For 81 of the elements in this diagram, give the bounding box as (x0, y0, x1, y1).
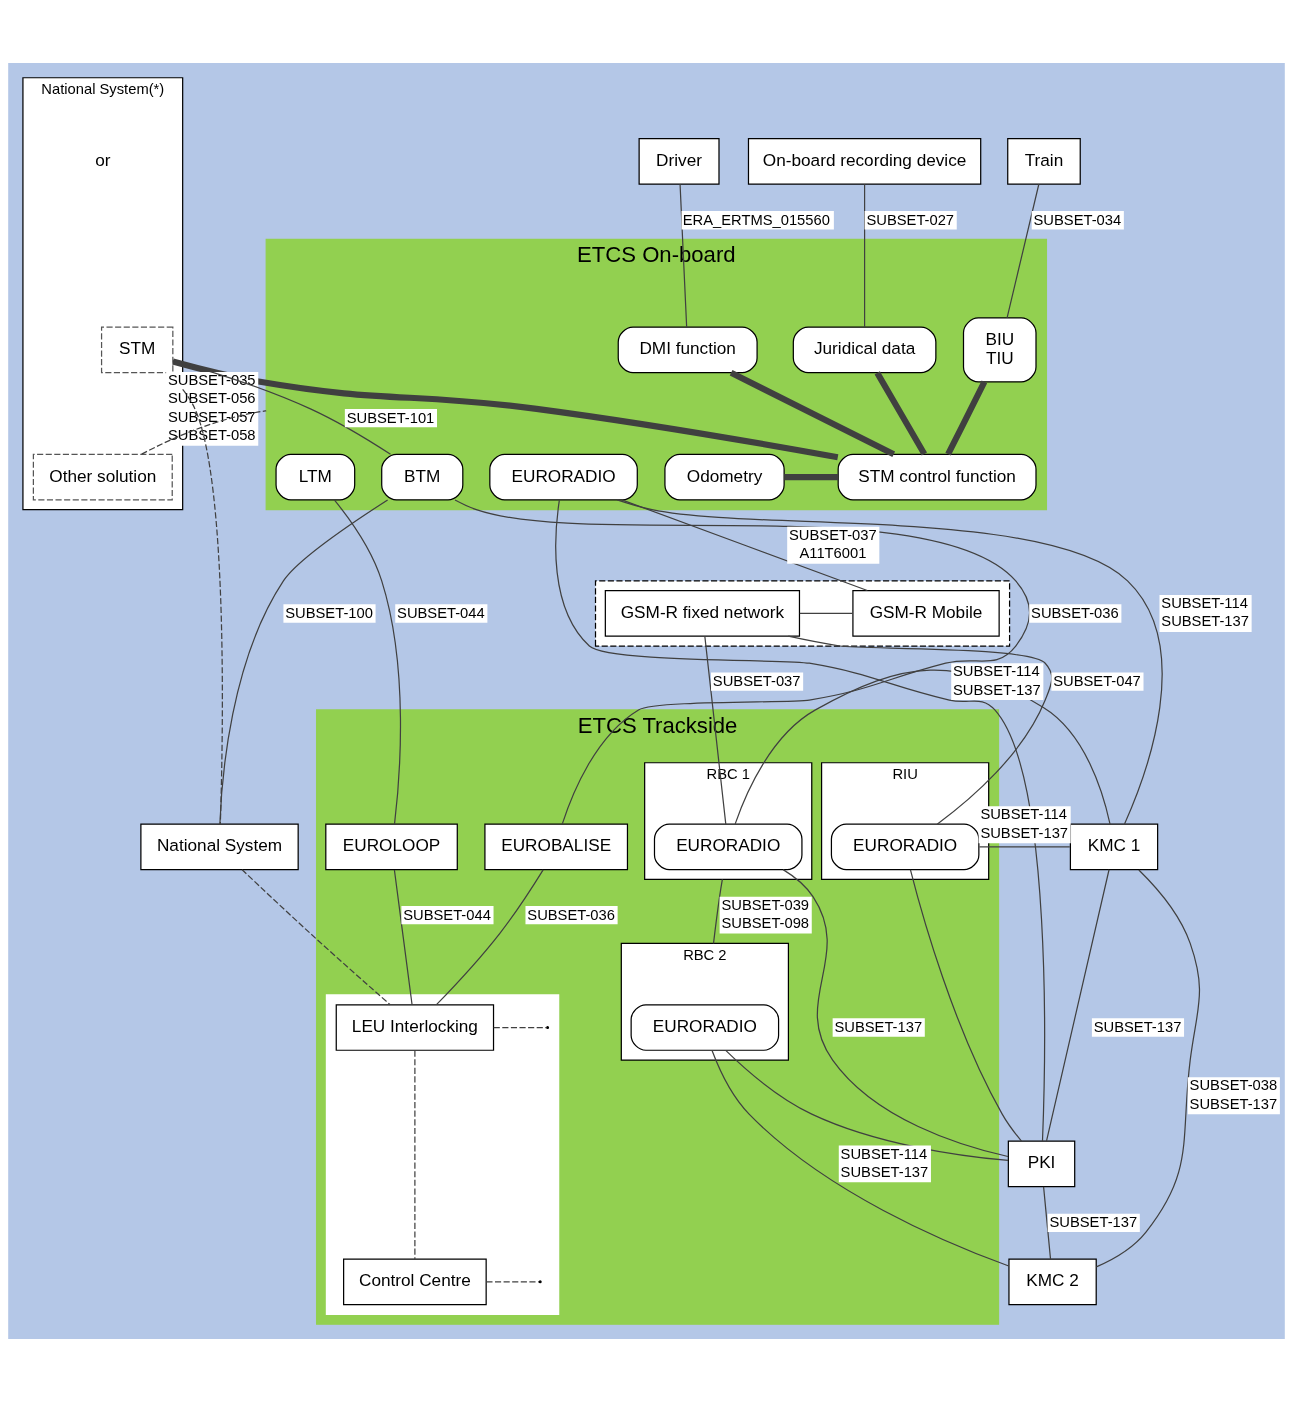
node-box: Train (1007, 137, 1081, 185)
connector (1006, 183, 1040, 318)
edge-label: SUBSET-137 (834, 1018, 923, 1035)
connector (333, 499, 402, 825)
connector (711, 1049, 1010, 1267)
connector (909, 868, 1023, 1142)
node-box: GSM-R Mobile (852, 589, 1000, 637)
node-box: Juridical data (792, 326, 937, 373)
connector (1045, 868, 1110, 1142)
connector (787, 635, 1053, 825)
node-box: Driver (638, 137, 720, 185)
node-box: LEU Interlocking (335, 1003, 495, 1051)
edge-label: SUBSET-044 (403, 906, 491, 923)
connector (782, 868, 1009, 1157)
node-box: BIU TIU (962, 316, 1037, 382)
node-box: KMC 1 (1069, 823, 1159, 870)
edge-label: SUBSET-044 (397, 604, 485, 621)
connector (393, 868, 413, 1005)
connector (729, 369, 896, 457)
node-box: GSM-R fixed network (604, 589, 801, 637)
node-box: BTM (381, 453, 464, 500)
connector (621, 498, 868, 591)
node-box: STM control function (837, 453, 1037, 500)
connector (219, 498, 389, 825)
connector (493, 1026, 547, 1028)
edge-label: SUBSET-114 SUBSET-137 (953, 662, 1041, 698)
connector (241, 868, 391, 1005)
connector (712, 878, 723, 944)
cluster (325, 993, 560, 1315)
connector (725, 1049, 1009, 1161)
edge-label: SUBSET-036 (527, 906, 615, 923)
edge-label: SUBSET-036 (1031, 604, 1119, 621)
node-box: EUROLOOP (325, 823, 458, 870)
connector (414, 1049, 416, 1260)
connector (172, 359, 392, 455)
node-box: On-board recording device (747, 137, 982, 185)
connector (435, 868, 544, 1005)
node-box: EURORADIO (489, 453, 638, 500)
connector (945, 380, 988, 455)
edge-label: SUBSET-047 (1053, 672, 1141, 689)
node-box: PKI (1007, 1140, 1076, 1187)
edge-label: SUBSET-039 SUBSET-098 (721, 896, 810, 931)
edge-label: SUBSET-137 (1049, 1213, 1138, 1230)
connector (679, 183, 688, 328)
edge-label: SUBSET-038 SUBSET-137 (1189, 1076, 1278, 1112)
node-box: Odometry (664, 453, 785, 500)
node-box: National System (140, 823, 299, 870)
node-box: Other solution (32, 453, 173, 500)
node-box: EUROBALISE (484, 823, 629, 870)
edge-label: SUBSET-114 SUBSET-137 (980, 805, 1069, 841)
node-box: KMC 2 (1008, 1258, 1097, 1305)
connector (172, 358, 839, 460)
connector (485, 1280, 540, 1282)
edge-label: SUBSET-034 (1033, 211, 1122, 228)
connector (454, 498, 1031, 825)
label: or (95, 149, 111, 170)
connector (863, 183, 866, 328)
edge-label: SUBSET-037 A11T6001 (789, 526, 877, 561)
node-box: STM (100, 326, 174, 373)
connector (1095, 868, 1201, 1267)
connector (784, 473, 838, 480)
edge-label: SUBSET-114 SUBSET-137 (840, 1145, 929, 1180)
edge-label: SUBSET-101 (346, 409, 435, 426)
edge-label: SUBSET-037 (712, 672, 801, 689)
connector (874, 370, 927, 455)
node-box: EURORADIO (653, 823, 803, 870)
cluster (594, 579, 1011, 647)
node-box: EURORADIO (630, 1003, 780, 1051)
edge-label: SUBSET-100 (285, 604, 373, 621)
connector (1043, 1185, 1052, 1260)
node-box: DMI function (617, 326, 758, 373)
connector (704, 635, 727, 825)
connector (978, 845, 1071, 848)
edge-label: ERA_ERTMS_015560 (682, 211, 830, 228)
node-box: LTM (275, 453, 356, 500)
node-box: Control Centre (343, 1258, 487, 1305)
edge-label: SUBSET-114 SUBSET-137 (1161, 594, 1249, 629)
edge-label: SUBSET-137 (1093, 1018, 1182, 1035)
connector (799, 612, 854, 614)
node-box: EURORADIO (830, 823, 980, 870)
edge-label: SUBSET-027 (866, 211, 955, 228)
